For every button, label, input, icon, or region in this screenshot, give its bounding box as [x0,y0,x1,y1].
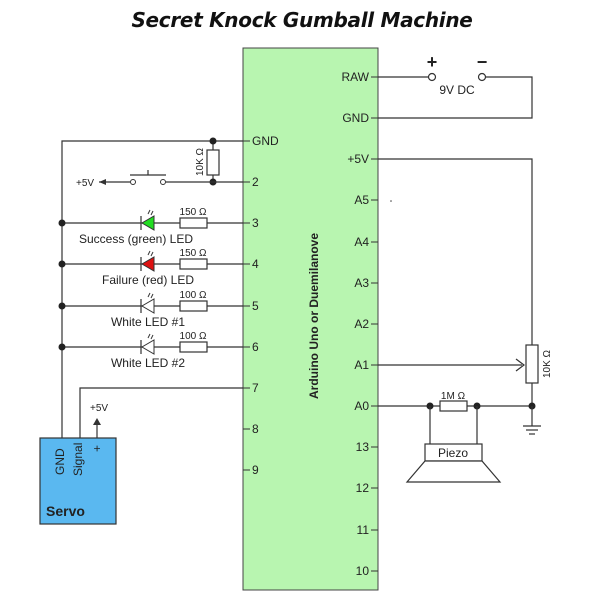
pin-label-a3: A3 [354,276,369,290]
pin-label-5: 5 [252,299,259,313]
left-pins: GND 2 3 4 5 6 7 8 9 [243,134,279,477]
servo-body [39,437,117,525]
pin-label-gnd-left: GND [252,134,279,148]
piezo-label: Piezo [438,446,468,460]
arduino-board [242,47,379,591]
pin-label-a1: A1 [354,358,369,372]
led-white-1 [141,298,155,314]
knock-button: +5V [76,170,243,189]
pin-label-2: 2 [252,175,259,189]
power-minus-sign: − [477,52,488,72]
servo-supply-label: +5V [90,403,108,414]
pin-label-8: 8 [252,422,259,436]
pin-label-raw: RAW [341,70,369,84]
power-minus-terminal [477,72,487,82]
piezo-resistor-value: 1M Ω [441,391,466,402]
pin-label-10: 10 [356,564,370,578]
led-failure-red [141,256,155,272]
power-plus-terminal [427,72,437,82]
servo-pin-gnd: GND [53,448,67,475]
led-label: White LED #2 [111,356,185,370]
piezo-circuit: 1M Ω Piezo [378,391,541,483]
pin-label-a5: A5 [354,193,369,207]
led-resistor [179,258,208,270]
led-resistor-value: 100 Ω [180,331,207,342]
led-success-green [141,215,155,231]
power-input: + − 9V DC [378,52,533,119]
servo-pin-plus: + [90,445,104,452]
servo: +5V GND Signal + Servo [39,387,243,525]
led-resistor [179,217,208,229]
pin-label-5v: +5V [347,152,369,166]
piezo-resistor [439,400,468,412]
led-rows: 150 Ω Success (green) LED 150 Ω Failure … [58,207,243,370]
pulldown-resistor [206,149,220,176]
pot-resistor [525,344,539,384]
power-label: 9V DC [439,83,475,97]
pot-value: 10K Ω [542,349,553,378]
pin-label-7: 7 [252,381,259,395]
pin-label-6: 6 [252,340,259,354]
led-label: Success (green) LED [79,232,193,246]
pin-label-gnd-right: GND [342,111,369,125]
led-resistor-value: 150 Ω [180,207,207,218]
pin-label-12: 12 [356,481,370,495]
led-resistor [179,341,208,353]
led-white-2 [141,339,155,355]
servo-name: Servo [46,503,85,519]
servo-pin-signal: Signal [71,443,85,476]
right-pins: RAW GND +5V A5 A4 A3 A2 A1 A0 13 12 11 1… [341,70,378,578]
led-label: White LED #1 [111,315,185,329]
potentiometer: 10K Ω [378,158,553,406]
pin-label-4: 4 [252,257,259,271]
pin-label-11: 11 [357,523,370,537]
piezo-horn [405,460,502,483]
pin-label-a4: A4 [354,235,369,249]
pulldown-resistor-value: 10K Ω [195,147,206,176]
pin-label-13: 13 [356,440,370,454]
diagram-title: Secret Knock Gumball Machine [131,8,473,32]
power-plus-sign: + [427,52,438,72]
pin-label-3: 3 [252,216,259,230]
pin-label-a2: A2 [354,317,369,331]
led-resistor-value: 100 Ω [180,290,207,301]
led-resistor-value: 150 Ω [180,248,207,259]
led-resistor [179,300,208,312]
board-label: Arduino Uno or Duemilanove [307,233,321,399]
led-label: Failure (red) LED [102,273,194,287]
button-supply-label: +5V [76,178,94,189]
pin-label-9: 9 [252,463,259,477]
pin-label-a0: A0 [354,399,369,413]
